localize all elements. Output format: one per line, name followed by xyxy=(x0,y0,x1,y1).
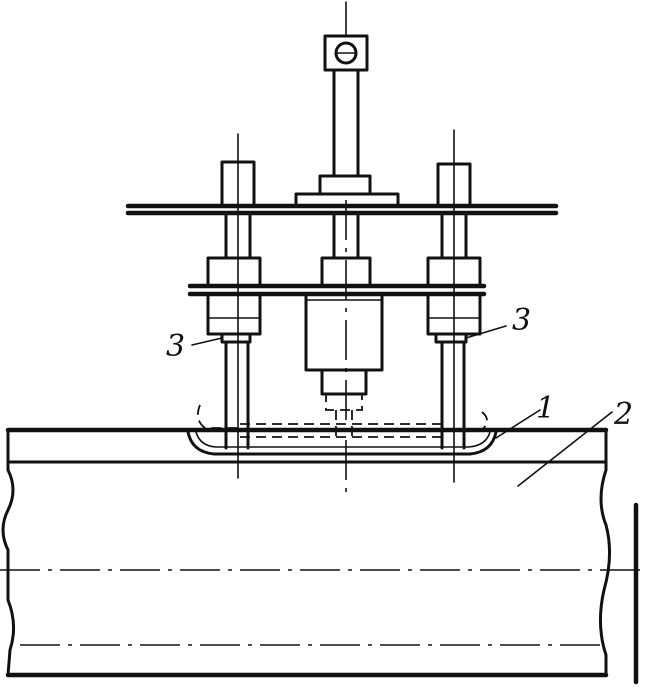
saddle-plate-part-1 xyxy=(186,404,498,456)
upper-crossbar xyxy=(125,174,559,216)
callout-part-1: 1 xyxy=(495,391,555,439)
central-screw xyxy=(304,1,384,492)
right-threaded-rod xyxy=(426,129,482,483)
label-part-3-right: 3 xyxy=(512,303,531,338)
left-threaded-rod xyxy=(206,133,262,479)
pipe-body-part-2 xyxy=(0,427,646,685)
callout-part-3-left: 3 xyxy=(166,329,223,364)
label-part-3-left: 3 xyxy=(166,329,185,364)
callout-part-3-right: 3 xyxy=(465,303,531,339)
label-part-2: 2 xyxy=(613,397,633,432)
callout-part-2: 2 xyxy=(517,397,633,487)
label-part-1: 1 xyxy=(536,391,555,426)
